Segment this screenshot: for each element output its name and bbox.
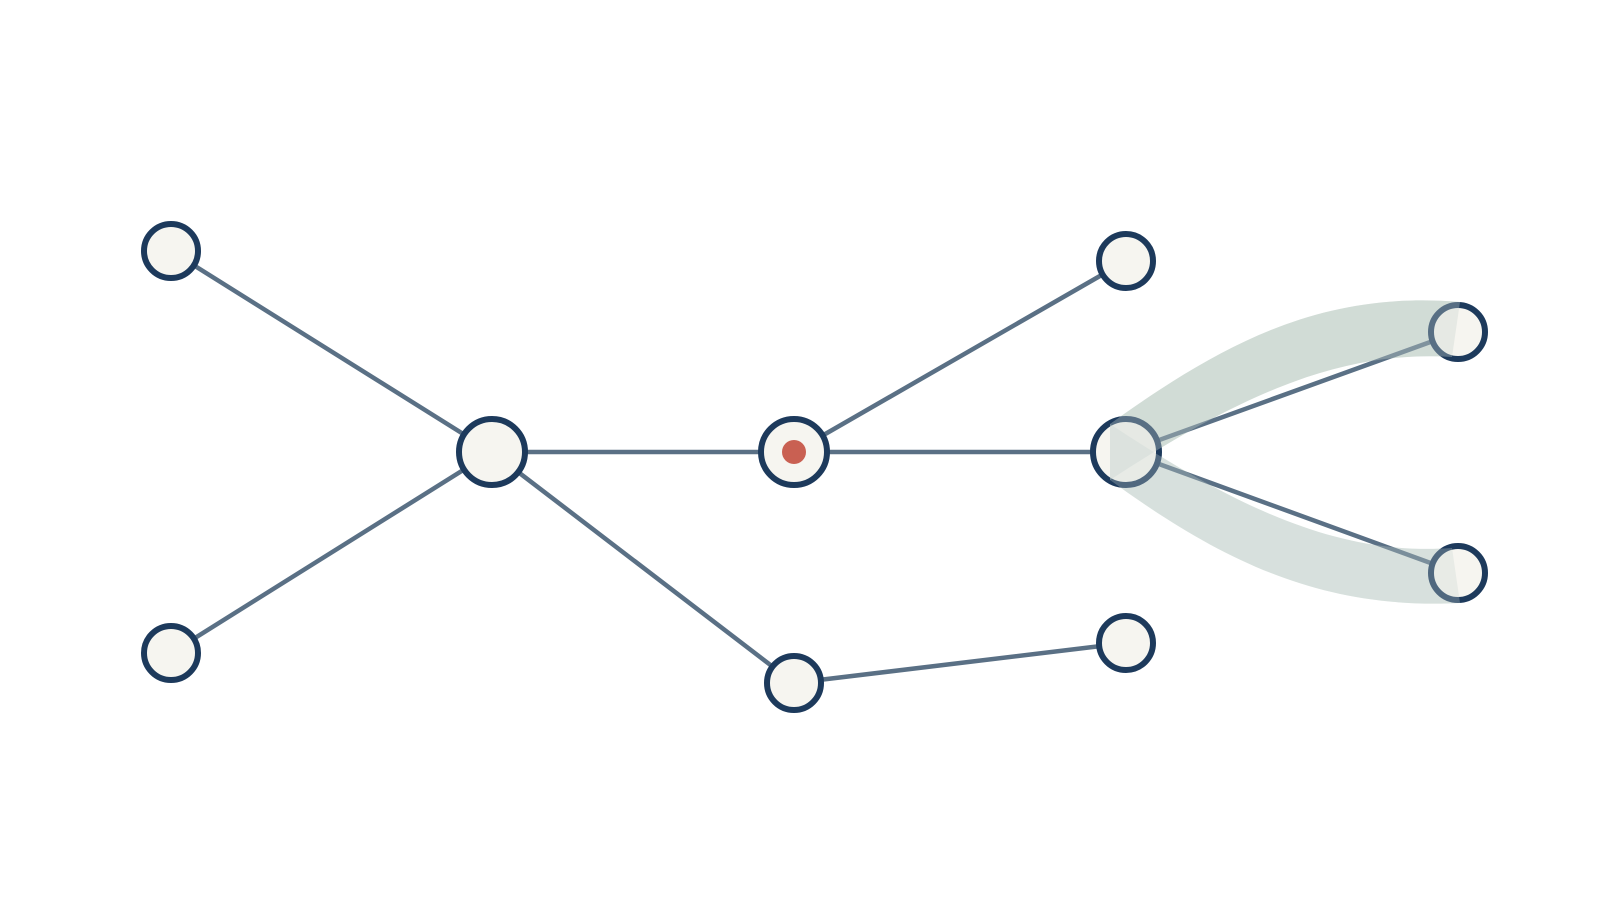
highlight-band-bottom — [1110, 424, 1460, 604]
edge-right-hub-to-far-right-top — [1123, 329, 1461, 455]
node-lower-middle[interactable] — [764, 653, 824, 713]
node-leaf-bottom-left[interactable] — [141, 623, 201, 683]
node-marker-dot — [782, 440, 806, 464]
edge-root-to-leaf-top-left — [168, 248, 495, 455]
node-circle — [764, 653, 824, 713]
node-right-hub[interactable] — [1090, 416, 1162, 488]
node-circle — [141, 221, 201, 281]
edge-root-to-leaf-bottom-left — [168, 449, 495, 656]
node-center[interactable] — [758, 416, 830, 488]
highlight-overlay-bottom — [1110, 424, 1460, 604]
nodes — [141, 221, 1488, 713]
node-leaf-top-left[interactable] — [141, 221, 201, 281]
node-circle — [1096, 613, 1156, 673]
node-circle — [1090, 416, 1162, 488]
edge-right-hub-to-far-right-bottom — [1123, 449, 1461, 576]
edges — [168, 248, 1461, 686]
node-circle — [1096, 231, 1156, 291]
node-circle — [141, 623, 201, 683]
node-circle — [1428, 543, 1488, 603]
node-circle — [1428, 302, 1488, 362]
node-root[interactable] — [456, 416, 528, 488]
node-upper-right[interactable] — [1096, 231, 1156, 291]
highlight-band-top — [1110, 300, 1460, 480]
edge-lower-middle-to-lower-right — [791, 640, 1129, 686]
node-far-right-bottom[interactable] — [1428, 543, 1488, 603]
edge-center-to-upper-right — [791, 258, 1129, 455]
highlight-overlay-top — [1110, 300, 1460, 480]
node-far-right-top[interactable] — [1428, 302, 1488, 362]
node-circle — [456, 416, 528, 488]
highlight-bands — [1110, 300, 1460, 604]
node-lower-right[interactable] — [1096, 613, 1156, 673]
highlight-bands-overlay — [1110, 300, 1460, 604]
edge-root-to-lower-middle — [489, 449, 797, 686]
